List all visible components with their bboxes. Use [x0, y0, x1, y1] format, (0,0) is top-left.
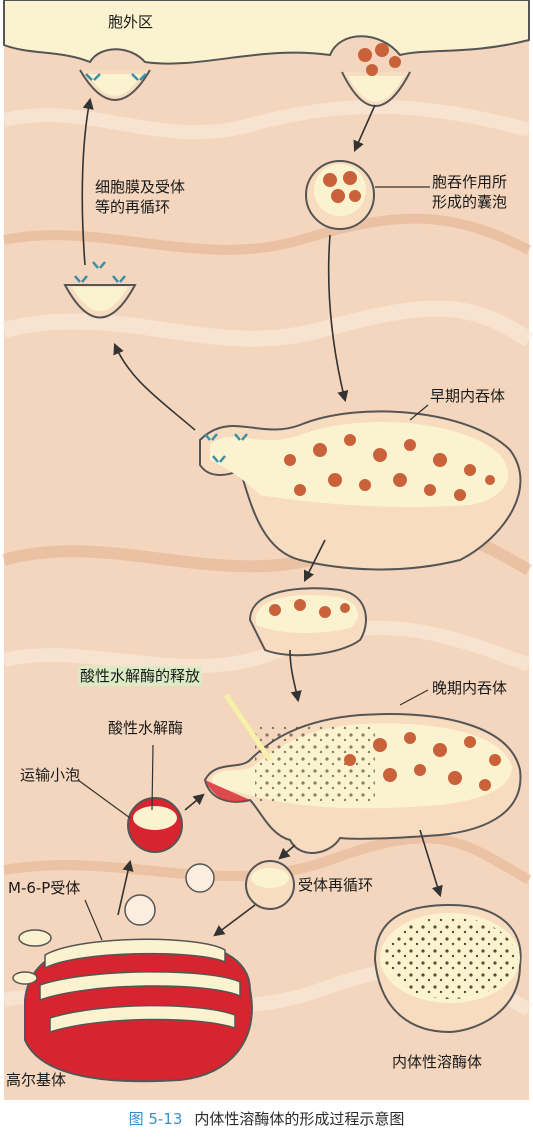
figure-caption: 图 5-13 内体性溶酶体的形成过程示意图 — [0, 1108, 533, 1129]
label-transport-vesicle: 运输小泡 — [20, 766, 81, 784]
label-receptor-recycle: 受体再循环 — [298, 876, 374, 894]
label-m6p-receptor: M-6-P受体 — [8, 879, 81, 897]
plasma-membrane — [3, 0, 530, 65]
arrow-early-to-recycle — [113, 342, 196, 431]
empty-vesicle-2 — [124, 894, 156, 926]
early-endosome — [199, 410, 522, 571]
arrow-late-to-receptor — [278, 844, 296, 860]
transport-vesicle — [127, 797, 183, 853]
arrow-golgi-to-transport — [117, 859, 134, 916]
transitional-vesicle — [248, 587, 367, 657]
label-extracellular: 胞外区 — [108, 13, 154, 31]
arrow-transport-to-late — [184, 793, 205, 811]
coated-pit-left — [79, 69, 151, 101]
endosomal-lysosome — [373, 903, 522, 1034]
arrow-transitional-to-late — [289, 649, 302, 703]
arrow-pit-to-vesicle — [353, 104, 376, 153]
arrow-recycle-up — [81, 97, 94, 266]
label-acid-hydrolase: 酸性水解酶 — [108, 719, 184, 737]
receptor-recycle-vesicle — [245, 860, 295, 910]
arrow-receptor-to-golgi — [213, 904, 256, 937]
arrow-late-to-lysosome — [419, 829, 443, 898]
golgi-apparatus — [12, 929, 253, 1083]
coated-pit-right — [341, 43, 411, 107]
label-lysosome: 内体性溶酶体 — [392, 1053, 483, 1071]
figure-title: 内体性溶酶体的形成过程示意图 — [194, 1110, 405, 1128]
label-early-endosome: 早期内吞体 — [430, 387, 506, 405]
recycling-vesicle — [63, 261, 137, 319]
label-late-endosome: 晚期内吞体 — [432, 679, 508, 697]
label-endocytic-vesicle: 胞吞作用所 形成的囊泡 — [432, 173, 508, 211]
arrow-vesicle-to-early — [327, 234, 349, 403]
label-acid-hydrolase-release: 酸性水解酶的释放 — [78, 666, 203, 686]
endosome-lysosome-diagram — [2, 0, 533, 1100]
process-arrows — [81, 97, 443, 937]
late-endosome — [203, 713, 522, 854]
label-recycle-membrane: 细胞膜及受体 等的再循环 — [95, 178, 186, 216]
leader-lines — [77, 186, 430, 941]
label-golgi: 高尔基体 — [6, 1071, 67, 1089]
empty-vesicle-1 — [185, 863, 215, 893]
arrow-early-to-transitional — [303, 539, 326, 583]
endocytic-vesicle — [305, 160, 375, 230]
figure-number: 图 5-13 — [128, 1110, 183, 1128]
